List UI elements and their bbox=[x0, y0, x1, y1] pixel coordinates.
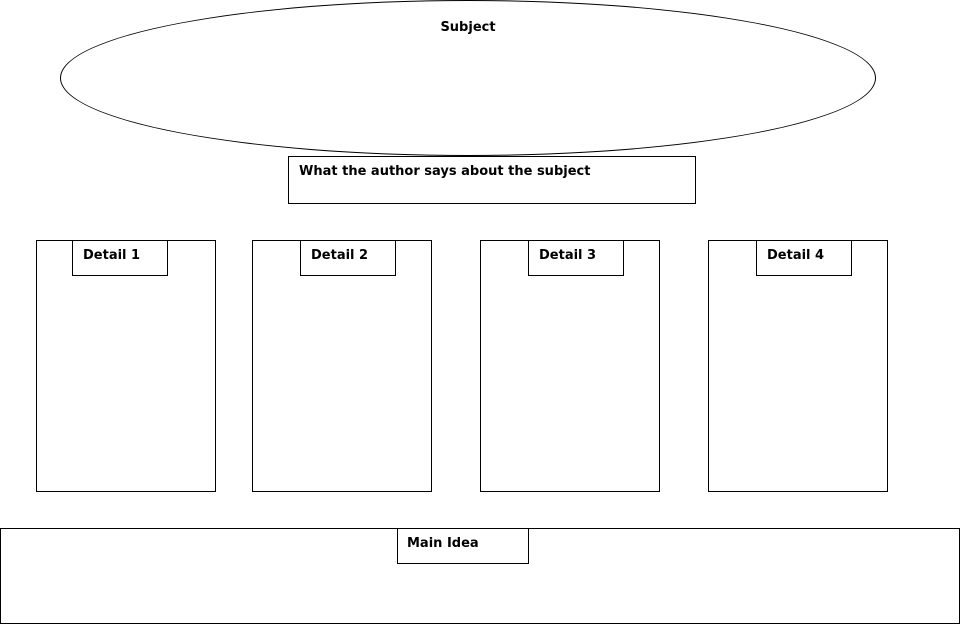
detail-box-3: Detail 3 bbox=[480, 240, 660, 492]
detail-tab-4: Detail 4 bbox=[756, 240, 852, 276]
detail-box-1: Detail 1 bbox=[36, 240, 216, 492]
detail-box-2: Detail 2 bbox=[252, 240, 432, 492]
main-idea-label: Main Idea bbox=[407, 536, 479, 551]
detail-label-2: Detail 2 bbox=[311, 248, 369, 263]
subject-label: Subject bbox=[440, 20, 496, 35]
detail-tab-2: Detail 2 bbox=[300, 240, 396, 276]
detail-label-3: Detail 3 bbox=[539, 248, 597, 263]
detail-box-4: Detail 4 bbox=[708, 240, 888, 492]
main-idea-box: Main Idea bbox=[0, 528, 960, 624]
detail-tab-3: Detail 3 bbox=[528, 240, 624, 276]
author-says-label: What the author says about the subject bbox=[299, 164, 591, 179]
detail-label-1: Detail 1 bbox=[83, 248, 141, 263]
detail-label-4: Detail 4 bbox=[767, 248, 825, 263]
detail-tab-1: Detail 1 bbox=[72, 240, 168, 276]
main-idea-tab: Main Idea bbox=[397, 528, 529, 564]
author-says-box: What the author says about the subject bbox=[288, 156, 696, 204]
subject-ellipse: Subject bbox=[60, 0, 876, 156]
